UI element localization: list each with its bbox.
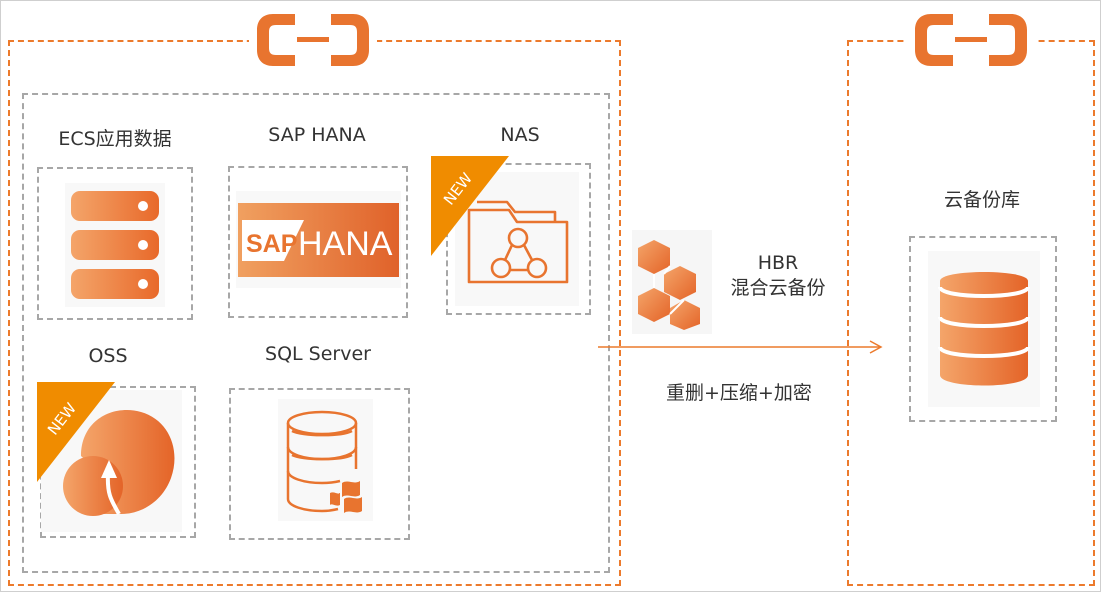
sap-hana-card[interactable] [228, 166, 408, 318]
nas-new-badge: NEW [431, 156, 521, 256]
ecs-label: ECS应用数据 [58, 128, 172, 150]
sap-logo-text: SAP [246, 230, 297, 258]
server-stack-icon [65, 183, 165, 307]
sql-server-card[interactable] [229, 388, 410, 540]
backup-vault-database-icon [928, 251, 1040, 407]
alibaba-cloud-logo-target [907, 4, 1035, 76]
nas-label: NAS [500, 124, 540, 146]
hbr-cubes-icon [632, 230, 712, 334]
workloads-group-border [22, 93, 610, 573]
process-label: 重删+压缩+加密 [666, 382, 812, 404]
backup-vault-label: 云备份库 [943, 189, 1021, 211]
hana-logo-text: HANA [298, 225, 393, 263]
oss-new-badge: NEW [37, 382, 127, 482]
hbr-subtitle: 混合云备份 [730, 277, 826, 299]
alibaba-cloud-logo [249, 4, 377, 76]
ecs-card[interactable] [37, 167, 193, 320]
nas-card[interactable] [446, 163, 591, 315]
oss-cloud-upload-icon [41, 390, 182, 532]
backup-flow-arrow [598, 338, 884, 356]
hbr-title: HBR [757, 252, 799, 274]
oss-label: OSS [88, 345, 128, 367]
backup-vault-card[interactable] [909, 236, 1057, 422]
sap-hana-logo: SAP HANA [236, 191, 401, 288]
sql-server-label: SQL Server [265, 343, 371, 365]
sap-hana-label: SAP HANA [268, 124, 366, 146]
sql-server-database-icon [278, 399, 373, 521]
